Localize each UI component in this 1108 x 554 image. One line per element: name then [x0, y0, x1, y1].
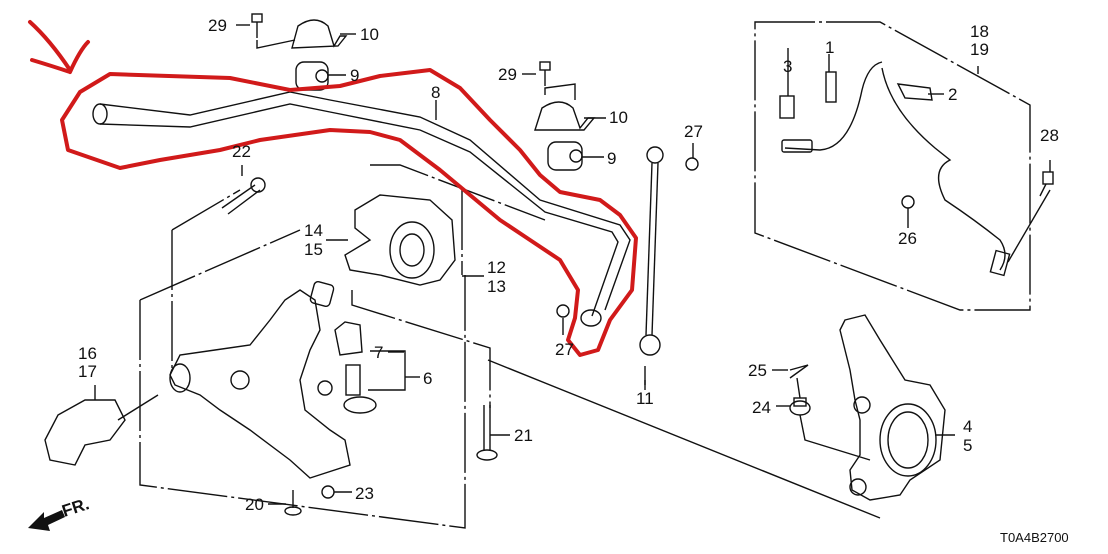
abs-sensor-harness — [779, 61, 1011, 277]
red-arrow-icon — [28, 20, 90, 74]
callout-11[interactable]: 11 — [636, 389, 654, 408]
callout-1[interactable]: 1 — [825, 38, 835, 57]
mounting-bracket — [44, 385, 159, 466]
bolt-21 — [476, 405, 510, 461]
callout-13[interactable]: 13 — [487, 277, 506, 296]
nut-23 — [321, 485, 335, 499]
callout-25[interactable]: 25 — [748, 361, 767, 380]
nut-24 — [776, 397, 871, 461]
cotter-pin-25 — [772, 364, 809, 399]
nut-27-lower — [556, 304, 570, 318]
callout-9[interactable]: 9 — [607, 149, 617, 168]
compliance-bushing — [344, 194, 456, 286]
callout-8[interactable]: 8 — [431, 83, 441, 102]
bushing-bracket-left — [291, 19, 348, 91]
lower-arm-group-box — [139, 21, 1031, 529]
front-direction-arrow-icon — [28, 510, 65, 531]
callout-23[interactable]: 23 — [355, 484, 374, 503]
nut-27-upper — [685, 157, 699, 171]
callout-26[interactable]: 26 — [898, 229, 917, 248]
callout-24[interactable]: 24 — [752, 398, 771, 417]
diagram-code: T0A4B2700 — [1000, 530, 1069, 545]
callout-29[interactable]: 29 — [498, 65, 517, 84]
stabilizer-bar — [92, 91, 631, 327]
callout-16[interactable]: 16 — [78, 344, 97, 363]
callout-2[interactable]: 2 — [948, 85, 958, 104]
callout-20[interactable]: 20 — [245, 495, 264, 514]
callout-27[interactable]: 27 — [684, 122, 703, 141]
red-annotation — [28, 20, 638, 357]
callout-27[interactable]: 27 — [555, 340, 574, 359]
callout-14[interactable]: 14 — [304, 221, 323, 240]
callout-3[interactable]: 3 — [783, 57, 793, 76]
lower-control-arm — [169, 280, 351, 479]
ball-joint — [317, 321, 406, 414]
bolt-20 — [284, 490, 302, 516]
callout-7[interactable]: 7 — [374, 343, 384, 362]
callout-10[interactable]: 10 — [360, 25, 379, 44]
callout-5[interactable]: 5 — [963, 436, 973, 455]
leader-lines — [236, 24, 979, 505]
callout-10[interactable]: 10 — [609, 108, 628, 127]
callout-12[interactable]: 12 — [487, 258, 506, 277]
callout-4[interactable]: 4 — [963, 417, 973, 436]
callout-6[interactable]: 6 — [423, 369, 433, 388]
bolt-28 — [1007, 160, 1054, 263]
callout-17[interactable]: 17 — [78, 362, 97, 381]
bolt-29-right — [539, 61, 576, 100]
red-outline — [60, 68, 638, 357]
bolt-22 — [221, 165, 266, 215]
callout-21[interactable]: 21 — [514, 426, 533, 445]
stabilizer-link — [639, 146, 664, 390]
callout-15[interactable]: 15 — [304, 240, 323, 259]
callout-18[interactable]: 18 — [970, 22, 989, 41]
bolt-29-left — [251, 13, 296, 49]
callout-29[interactable]: 29 — [208, 16, 227, 35]
leader-line-knuckle — [487, 359, 881, 519]
callout-9[interactable]: 9 — [350, 66, 360, 85]
steering-knuckle — [839, 314, 955, 501]
callout-22[interactable]: 22 — [232, 142, 251, 161]
bushing-bracket-right — [534, 101, 596, 171]
callout-19[interactable]: 19 — [970, 40, 989, 59]
callout-28[interactable]: 28 — [1040, 126, 1059, 145]
